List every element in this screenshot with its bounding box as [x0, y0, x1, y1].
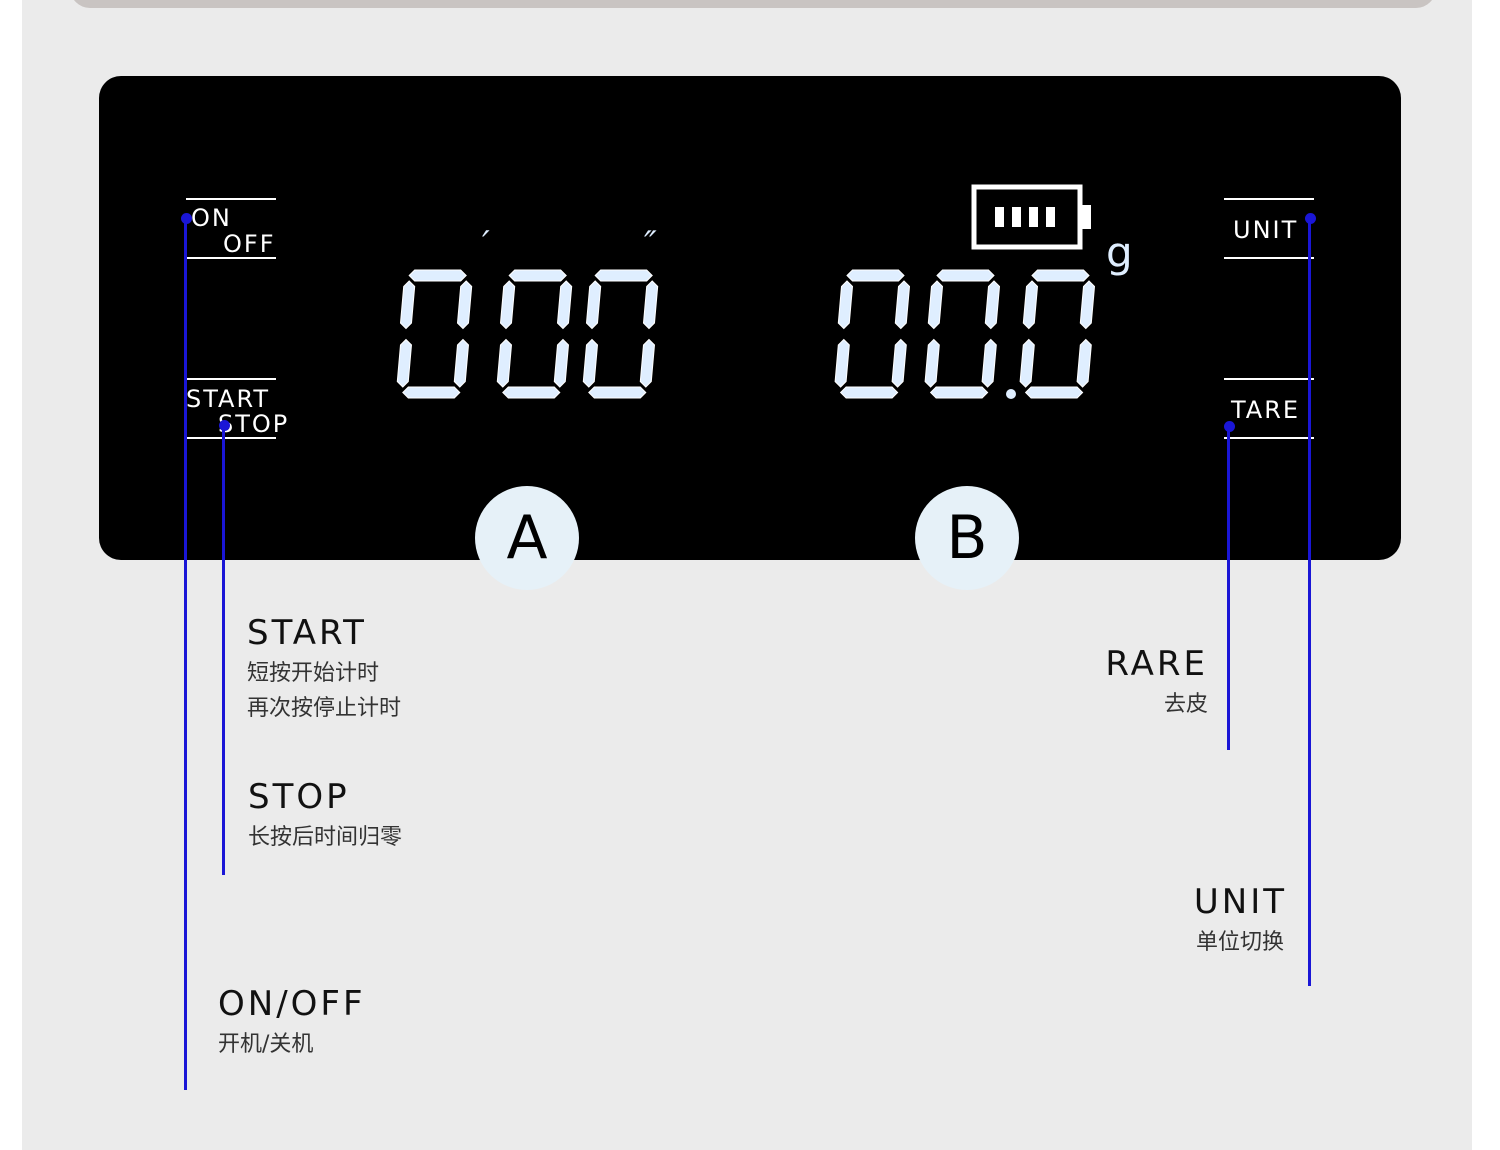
- digit-timer-1-segment-f: [499, 280, 516, 330]
- unit-button-label[interactable]: UNIT: [1233, 216, 1299, 244]
- digit-timer-2-segment-e: [582, 338, 599, 388]
- digit-timer-0-segment-c: [453, 338, 470, 388]
- start-label[interactable]: START: [186, 385, 271, 413]
- tare-bottom-rule: [1224, 437, 1314, 439]
- minute-mark: ′: [482, 224, 490, 264]
- digit-weight-1-segment-d: [929, 386, 989, 399]
- battery-bar-3: [1046, 207, 1055, 227]
- digit-weight-0-segment-d: [839, 386, 899, 399]
- digit-weight-0-segment-b: [894, 280, 911, 330]
- weight-readout: g: [834, 184, 1133, 399]
- rare-annotation-title: RARE: [1105, 644, 1208, 684]
- on-off-annotation-title: ON/OFF: [218, 984, 366, 1024]
- digit-timer-1-segment-c: [553, 338, 570, 388]
- off-label[interactable]: OFF: [223, 230, 276, 258]
- unit-top-rule: [1224, 198, 1314, 200]
- digit-timer-0-segment-e: [396, 338, 413, 388]
- digit-timer-0-segment-f: [399, 280, 416, 330]
- digit-weight-2-segment-e: [1019, 338, 1035, 388]
- digit-timer-0-segment-a: [408, 269, 467, 282]
- battery-bar-2: [1029, 207, 1038, 227]
- on-off-annotation-desc: 开机/关机: [218, 1032, 314, 1057]
- badge-b: B: [915, 486, 1019, 590]
- digit-timer-1-segment-e: [496, 338, 513, 388]
- digit-timer-2-segment-b: [642, 280, 659, 330]
- digit-weight-0-segment-e: [834, 338, 850, 388]
- digit-timer-0-segment-d: [402, 386, 461, 399]
- digit-weight-1-segment-a: [936, 269, 995, 282]
- unit-annotation-desc: 单位切换: [1195, 930, 1284, 955]
- digit-weight-1-segment-e: [924, 338, 940, 388]
- digit-timer-0-segment-b: [456, 280, 473, 330]
- battery-icon: [971, 184, 1091, 250]
- digit-weight-0-segment-a: [846, 269, 905, 282]
- stop-annotation-desc: 长按后时间归零: [248, 825, 403, 850]
- on-label[interactable]: ON: [191, 204, 232, 232]
- start-annotation-desc: 短按开始计时 再次按停止计时: [247, 661, 402, 721]
- start-annotation-title: START: [247, 613, 367, 653]
- stop-annotation-title: STOP: [248, 777, 350, 817]
- scale-display-panel: [99, 76, 1401, 560]
- digit-weight-2-segment-f: [1022, 280, 1039, 330]
- unit-leader-line: [1308, 218, 1311, 986]
- digit-timer-2-segment-a: [594, 269, 653, 282]
- digit-weight-2-segment-c: [1076, 338, 1092, 388]
- digit-weight-1-segment-f: [927, 280, 944, 330]
- on-off-leader-line: [184, 218, 187, 1090]
- digit-timer-1-segment-d: [502, 386, 561, 399]
- digit-timer-2-segment-c: [639, 338, 656, 388]
- digit-weight-0-segment-f: [837, 280, 854, 330]
- digit-weight-0-segment-c: [891, 338, 907, 388]
- decimal-point: [1006, 389, 1016, 399]
- on-off-top-rule: [186, 198, 276, 200]
- timer-readout: ′″: [396, 224, 659, 399]
- tare-leader-dot: [1224, 421, 1235, 432]
- digit-weight-1-segment-c: [981, 338, 997, 388]
- battery-bar-1: [1012, 207, 1021, 227]
- unit-bottom-rule: [1224, 257, 1314, 259]
- digit-weight-2-segment-b: [1079, 280, 1096, 330]
- digit-timer-2-segment-d: [588, 386, 647, 399]
- digit-timer-1-segment-b: [556, 280, 573, 330]
- digit-weight-2-segment-a: [1031, 269, 1090, 282]
- on-off-bottom-rule: [186, 257, 276, 259]
- tare-top-rule: [1224, 378, 1314, 380]
- tare-leader-line: [1227, 426, 1230, 750]
- battery-bar-0: [995, 207, 1004, 227]
- tare-button-label[interactable]: TARE: [1231, 396, 1301, 424]
- rare-annotation-desc: 去皮: [1163, 692, 1208, 717]
- weight-unit: g: [1106, 228, 1133, 277]
- digit-timer-2-segment-f: [585, 280, 602, 330]
- start-stop-top-rule: [186, 378, 276, 380]
- start-stop-leader-line: [222, 425, 225, 875]
- second-mark: ″: [644, 224, 657, 264]
- digit-weight-1-segment-b: [984, 280, 1001, 330]
- badge-a: A: [475, 486, 579, 590]
- unit-leader-dot: [1305, 213, 1316, 224]
- start-stop-bottom-rule: [186, 437, 276, 439]
- on-off-leader-dot: [181, 213, 192, 224]
- start-stop-leader-dot: [219, 420, 230, 431]
- unit-annotation-title: UNIT: [1193, 882, 1287, 922]
- digit-weight-2-segment-d: [1024, 386, 1084, 399]
- product-top-edge: [70, 0, 1436, 8]
- digit-timer-1-segment-a: [508, 269, 567, 282]
